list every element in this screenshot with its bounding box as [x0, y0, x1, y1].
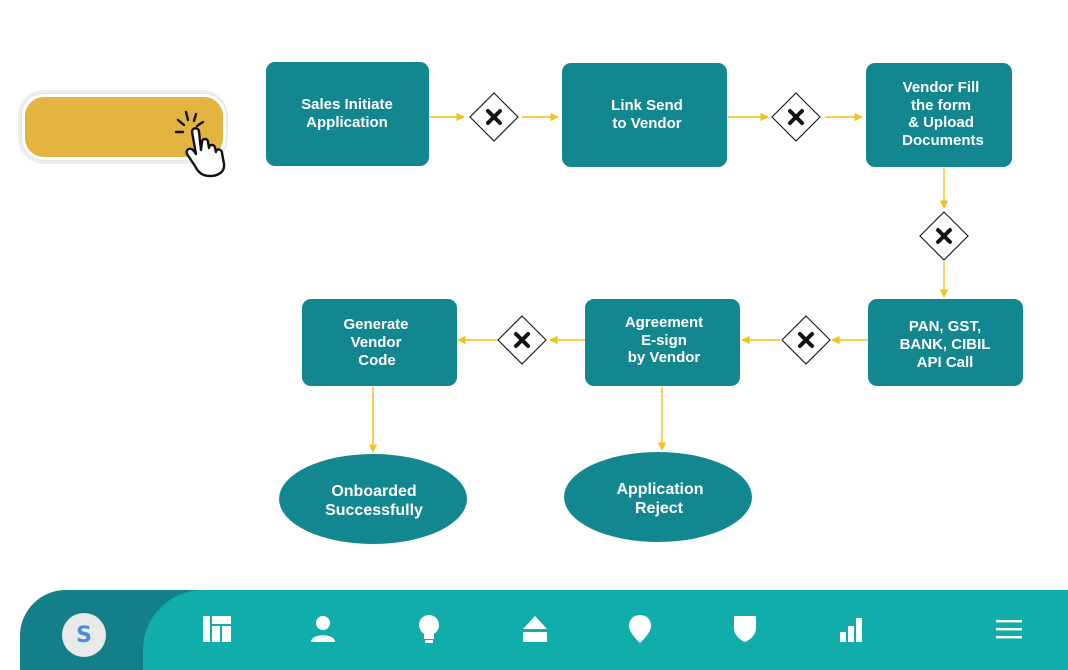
gateway-4 [781, 315, 831, 365]
menu-icon[interactable] [995, 614, 1023, 644]
gateway-1 [469, 92, 519, 142]
gateway-5 [497, 315, 547, 365]
bottom-nav-bar: S [20, 590, 1068, 670]
start-button-frame [18, 90, 228, 164]
bulb-icon[interactable] [414, 614, 444, 644]
gateway-3 [919, 211, 969, 261]
gateway-2 [771, 92, 821, 142]
location-pin-icon[interactable] [625, 614, 655, 644]
upload-icon[interactable] [520, 614, 550, 644]
connectors [368, 112, 949, 453]
shield-icon[interactable] [730, 614, 760, 644]
logo-letter: S [76, 622, 92, 648]
brand-logo[interactable]: S [62, 613, 106, 657]
pointing-hand-icon [174, 110, 226, 178]
dashboard-icon[interactable] [202, 614, 232, 644]
user-icon[interactable] [308, 614, 338, 644]
bar-chart-icon[interactable] [836, 614, 866, 644]
